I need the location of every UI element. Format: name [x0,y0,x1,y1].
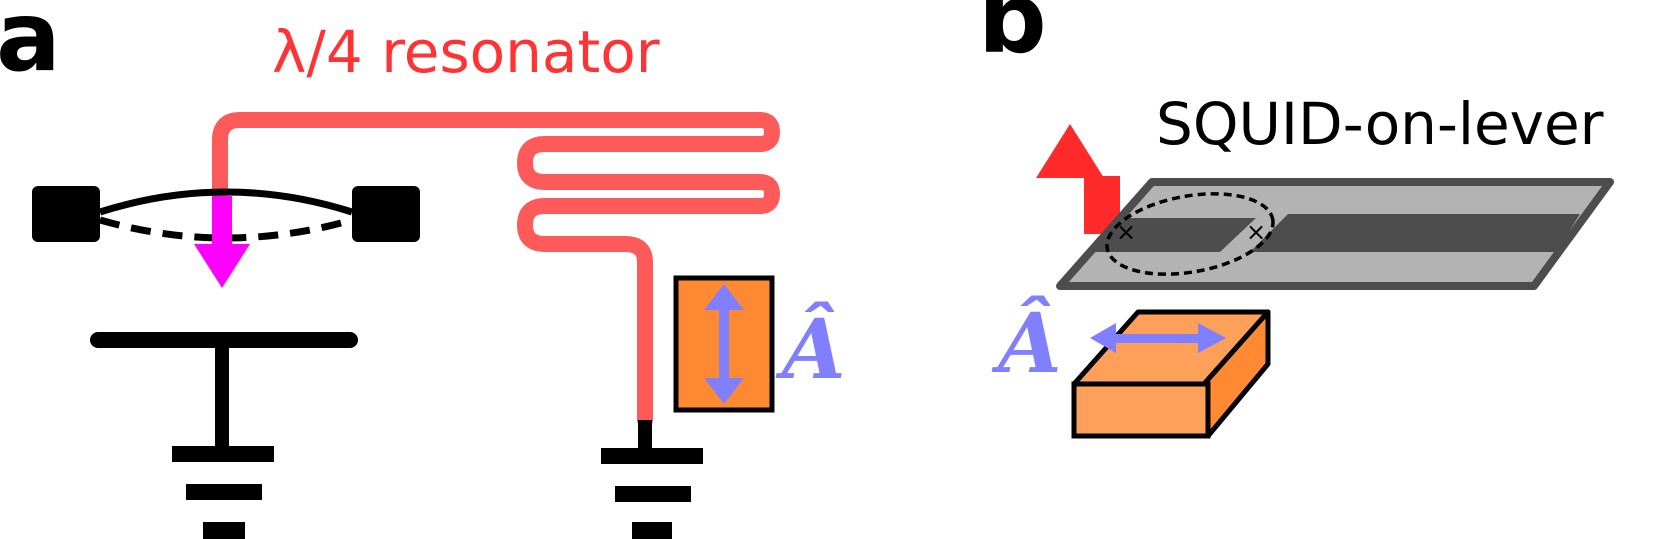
operator-symbol-b: Â [991,295,1062,392]
junction-mark-left: × [1116,218,1136,246]
resonator-label: λ/4 resonator [272,18,660,86]
double-headed-arrow-icon [1090,323,1226,353]
squid-cantilever: × × [1056,178,1614,290]
beam-dashed [99,216,353,242]
left-clamp [32,186,100,242]
resonator-line [212,112,780,428]
right-clamp [352,186,420,242]
down-arrow-icon [194,196,250,288]
ground-symbol-right [601,420,703,539]
junction-mark-right: × [1246,218,1266,246]
beam-solid [98,188,354,216]
magnetic-block-b [1071,309,1271,439]
panel-a: a λ/4 resonator [0,0,846,539]
panel-b: b SQUID-on-lever × × [978,0,1614,439]
double-headed-arrow-icon [704,284,744,404]
squid-label: SQUID-on-lever [1156,90,1604,158]
pendulum [32,186,420,288]
panel-b-letter: b [978,0,1047,75]
magnetic-block-a [673,275,775,413]
panel-a-letter: a [0,0,61,93]
up-arrow-icon [1036,124,1120,234]
operator-symbol-a: Â [775,301,846,398]
ground-symbol-left [90,332,358,539]
